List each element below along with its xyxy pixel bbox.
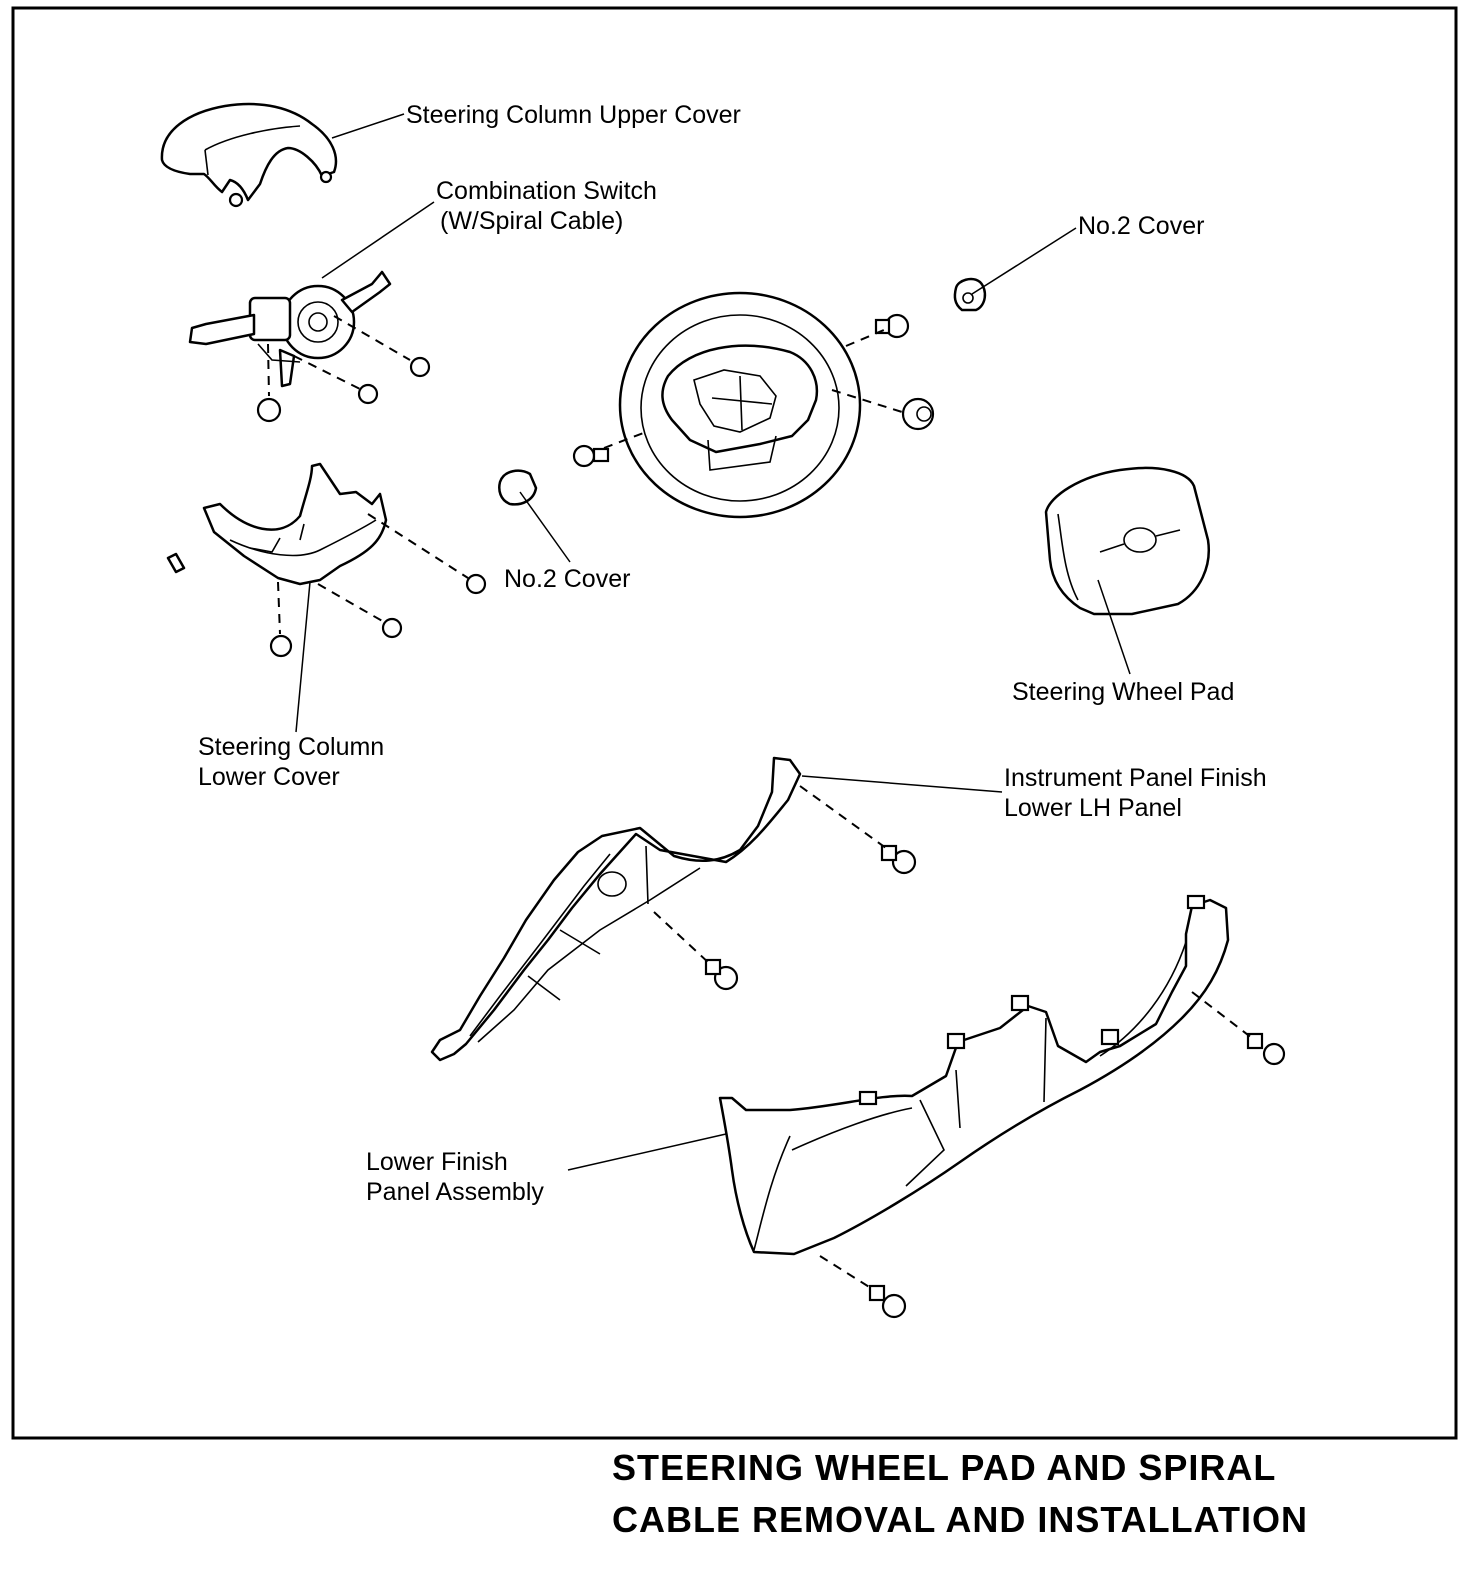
assembly-dashed-lines [267, 315, 1253, 1291]
label-steering-wheel-pad: Steering Wheel Pad [1012, 678, 1234, 706]
figure-title: STEERING WHEEL PAD AND SPIRAL CABLE REMO… [612, 1447, 1308, 1540]
steering-column-lower-cover [166, 462, 487, 658]
no2-cover-mid-part [498, 469, 538, 506]
steering-column-upper-cover [160, 102, 338, 208]
diagram-frame [11, 6, 1458, 1440]
leader-lines [295, 113, 1131, 1171]
label-instrument-panel-line2: Lower LH Panel [1004, 794, 1182, 822]
no2-cover-top-part [953, 277, 987, 312]
steering-wheel-pad [1044, 466, 1210, 616]
label-no2-cover-mid: No.2 Cover [504, 565, 630, 593]
instrument-panel-finish-lower-lh-panel [430, 756, 802, 1062]
title-line2: CABLE REMOVAL AND INSTALLATION [612, 1499, 1308, 1540]
label-lower-cover-line2: Lower Cover [198, 763, 340, 791]
steering-wheel-fasteners [572, 313, 935, 468]
steering-wheel [618, 291, 862, 519]
label-instrument-panel-line1: Instrument Panel Finish [1004, 764, 1267, 792]
lower-finish-panel-assembly [718, 894, 1230, 1256]
label-combination-switch-line2: (W/Spiral Cable) [440, 207, 623, 235]
label-combination-switch-line1: Combination Switch [436, 177, 657, 205]
lh-panel-bolts [704, 844, 917, 991]
lower-finish-panel-bolts [868, 1032, 1286, 1319]
title-line1: STEERING WHEEL PAD AND SPIRAL [612, 1447, 1276, 1488]
combination-switch [188, 270, 431, 423]
label-no2-cover-top: No.2 Cover [1078, 212, 1204, 240]
label-lower-cover-line1: Steering Column [198, 733, 384, 761]
label-upper-cover: Steering Column Upper Cover [406, 101, 741, 129]
label-lower-finish-line1: Lower Finish [366, 1148, 508, 1176]
label-lower-finish-line2: Panel Assembly [366, 1178, 544, 1206]
part-labels: Steering Column Upper Cover Combination … [198, 101, 1267, 1206]
